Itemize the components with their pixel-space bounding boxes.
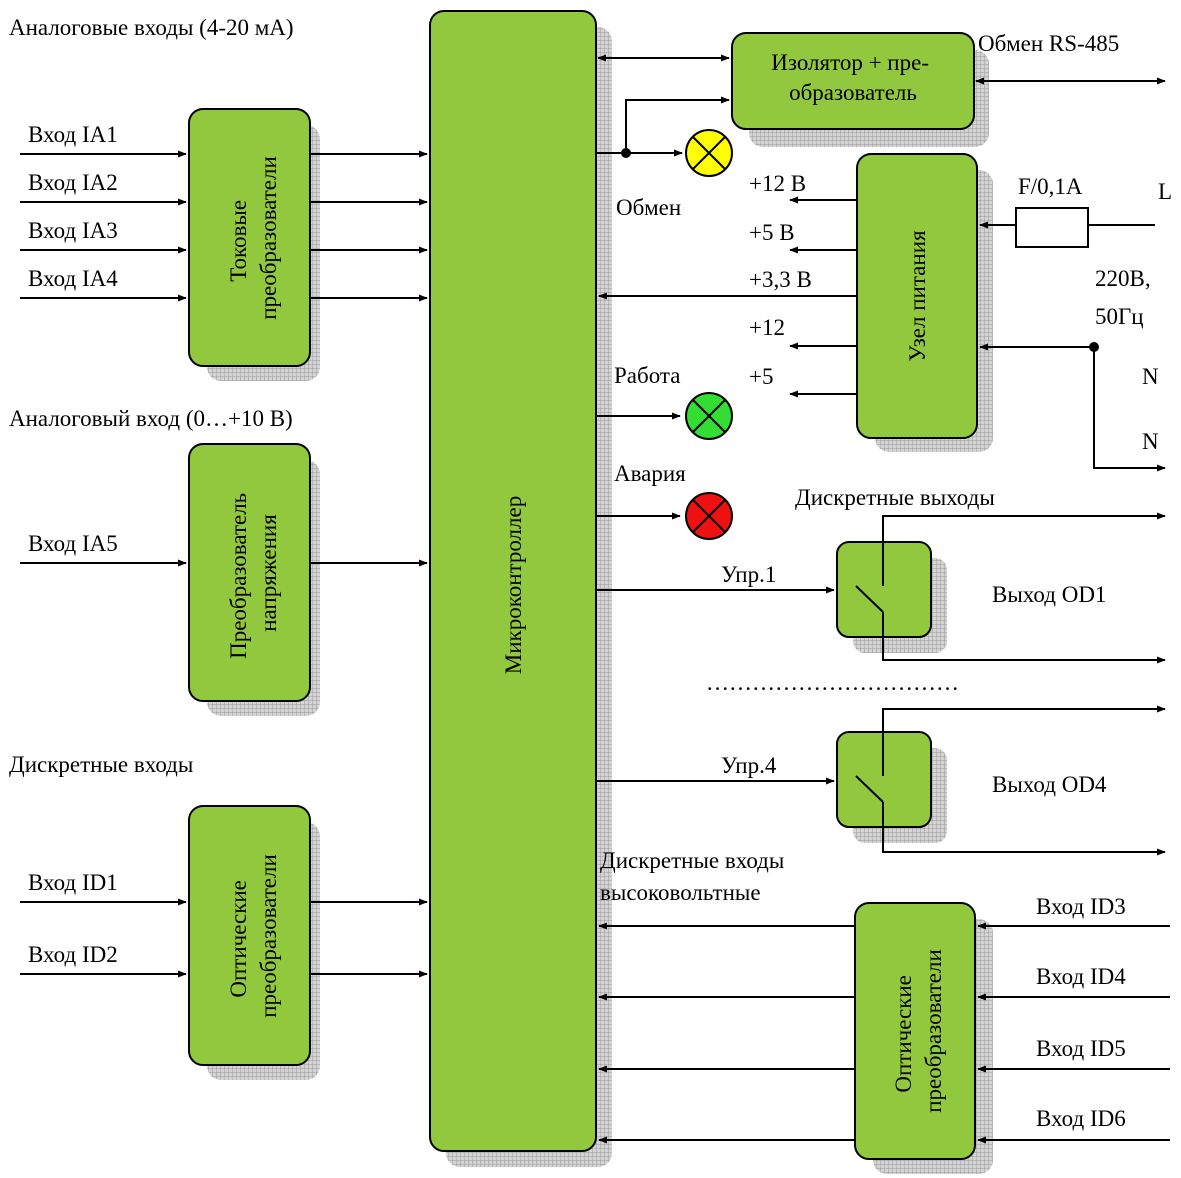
alarm-label: Авария xyxy=(614,461,686,486)
input-id3-label: Вход ID3 xyxy=(1036,894,1126,919)
ctrl1-label: Упр.1 xyxy=(721,562,776,587)
mains-label: 220В, 50Гц xyxy=(1095,266,1156,329)
neutral-out-wire xyxy=(1093,347,1166,472)
switch4-blade xyxy=(855,775,884,803)
od4-label: Выход OD4 xyxy=(992,772,1107,797)
optical-left-label: Оптические преобразователи xyxy=(226,854,281,1018)
alarm-indicator-icon xyxy=(685,492,733,540)
v33-label: +3,3 В xyxy=(749,267,812,292)
switch1-contact-bottom xyxy=(882,612,1166,664)
fuse-icon xyxy=(1015,207,1089,248)
isolator-block xyxy=(731,32,975,130)
voltage-converter-label: Преобразователь напряжения xyxy=(226,487,281,659)
discrete-outputs-heading: Дискретные выходы xyxy=(795,485,995,510)
current-converters-block xyxy=(188,108,311,367)
exchange-label: Обмен xyxy=(616,195,681,220)
isolator-label: Изолятор + пре- образователь xyxy=(771,50,934,105)
optical-left-block xyxy=(188,805,311,1066)
switch1-blade xyxy=(855,585,884,613)
exchange-junction-dot xyxy=(621,148,631,158)
current-converters-label: Токовые преобразователи xyxy=(226,156,281,320)
work-indicator-icon xyxy=(685,392,733,440)
od1-label: Выход OD1 xyxy=(992,582,1106,607)
hv-inputs-heading: Дискретные входы высоковольтные xyxy=(600,848,790,905)
input-ia2-label: Вход IA2 xyxy=(28,170,118,195)
optical-right-label: Оптические преобразователи xyxy=(891,949,946,1113)
switch4-contact-top xyxy=(882,708,1165,776)
microcontroller-block xyxy=(429,10,597,1152)
microcontroller-label: Микроконтроллер xyxy=(501,496,526,674)
power-unit-label: Узел питания xyxy=(905,230,930,362)
input-id2-label: Вход ID2 xyxy=(28,942,118,967)
work-label: Работа xyxy=(614,363,680,388)
input-id1-label: Вход ID1 xyxy=(28,870,118,895)
input-id5-label: Вход ID5 xyxy=(1036,1036,1126,1061)
n-bottom-label: N xyxy=(1142,429,1159,454)
n-top-label: N xyxy=(1142,364,1159,389)
switch4-contact-bottom xyxy=(882,802,1166,856)
discrete-inputs-heading: Дискретные входы xyxy=(9,752,193,777)
v5a-label: +5 В xyxy=(749,220,795,245)
rs485-label: Обмен RS-485 xyxy=(978,31,1119,56)
exchange-indicator-icon xyxy=(685,129,733,177)
v12b-label: +12 xyxy=(749,315,785,340)
v12a-label: +12 В xyxy=(749,171,806,196)
ctrl4-label: Упр.4 xyxy=(721,753,777,778)
fuse-label: F/0,1A xyxy=(1018,174,1083,199)
v5b-label: +5 xyxy=(749,364,773,389)
voltage-converter-block xyxy=(188,443,311,702)
outputs-ellipsis: …………………………… xyxy=(706,670,959,695)
exchange-to-isolator-wire xyxy=(625,96,730,153)
input-ia3-label: Вход IA3 xyxy=(28,218,118,243)
line-l-label: L xyxy=(1158,179,1172,204)
input-ia4-label: Вход IA4 xyxy=(28,266,118,291)
input-id4-label: Вход ID4 xyxy=(1036,964,1126,989)
optical-right-block xyxy=(854,902,976,1160)
input-ia1-label: Вход IA1 xyxy=(28,122,118,147)
input-id6-label: Вход ID6 xyxy=(1036,1106,1126,1131)
switch1-contact-top xyxy=(882,515,1165,586)
analog-input-voltage-heading: Аналоговый вход (0…+10 В) xyxy=(9,406,293,431)
input-ia5-label: Вход IA5 xyxy=(28,531,118,556)
analog-inputs-heading: Аналоговые входы (4-20 мА) xyxy=(9,15,294,40)
